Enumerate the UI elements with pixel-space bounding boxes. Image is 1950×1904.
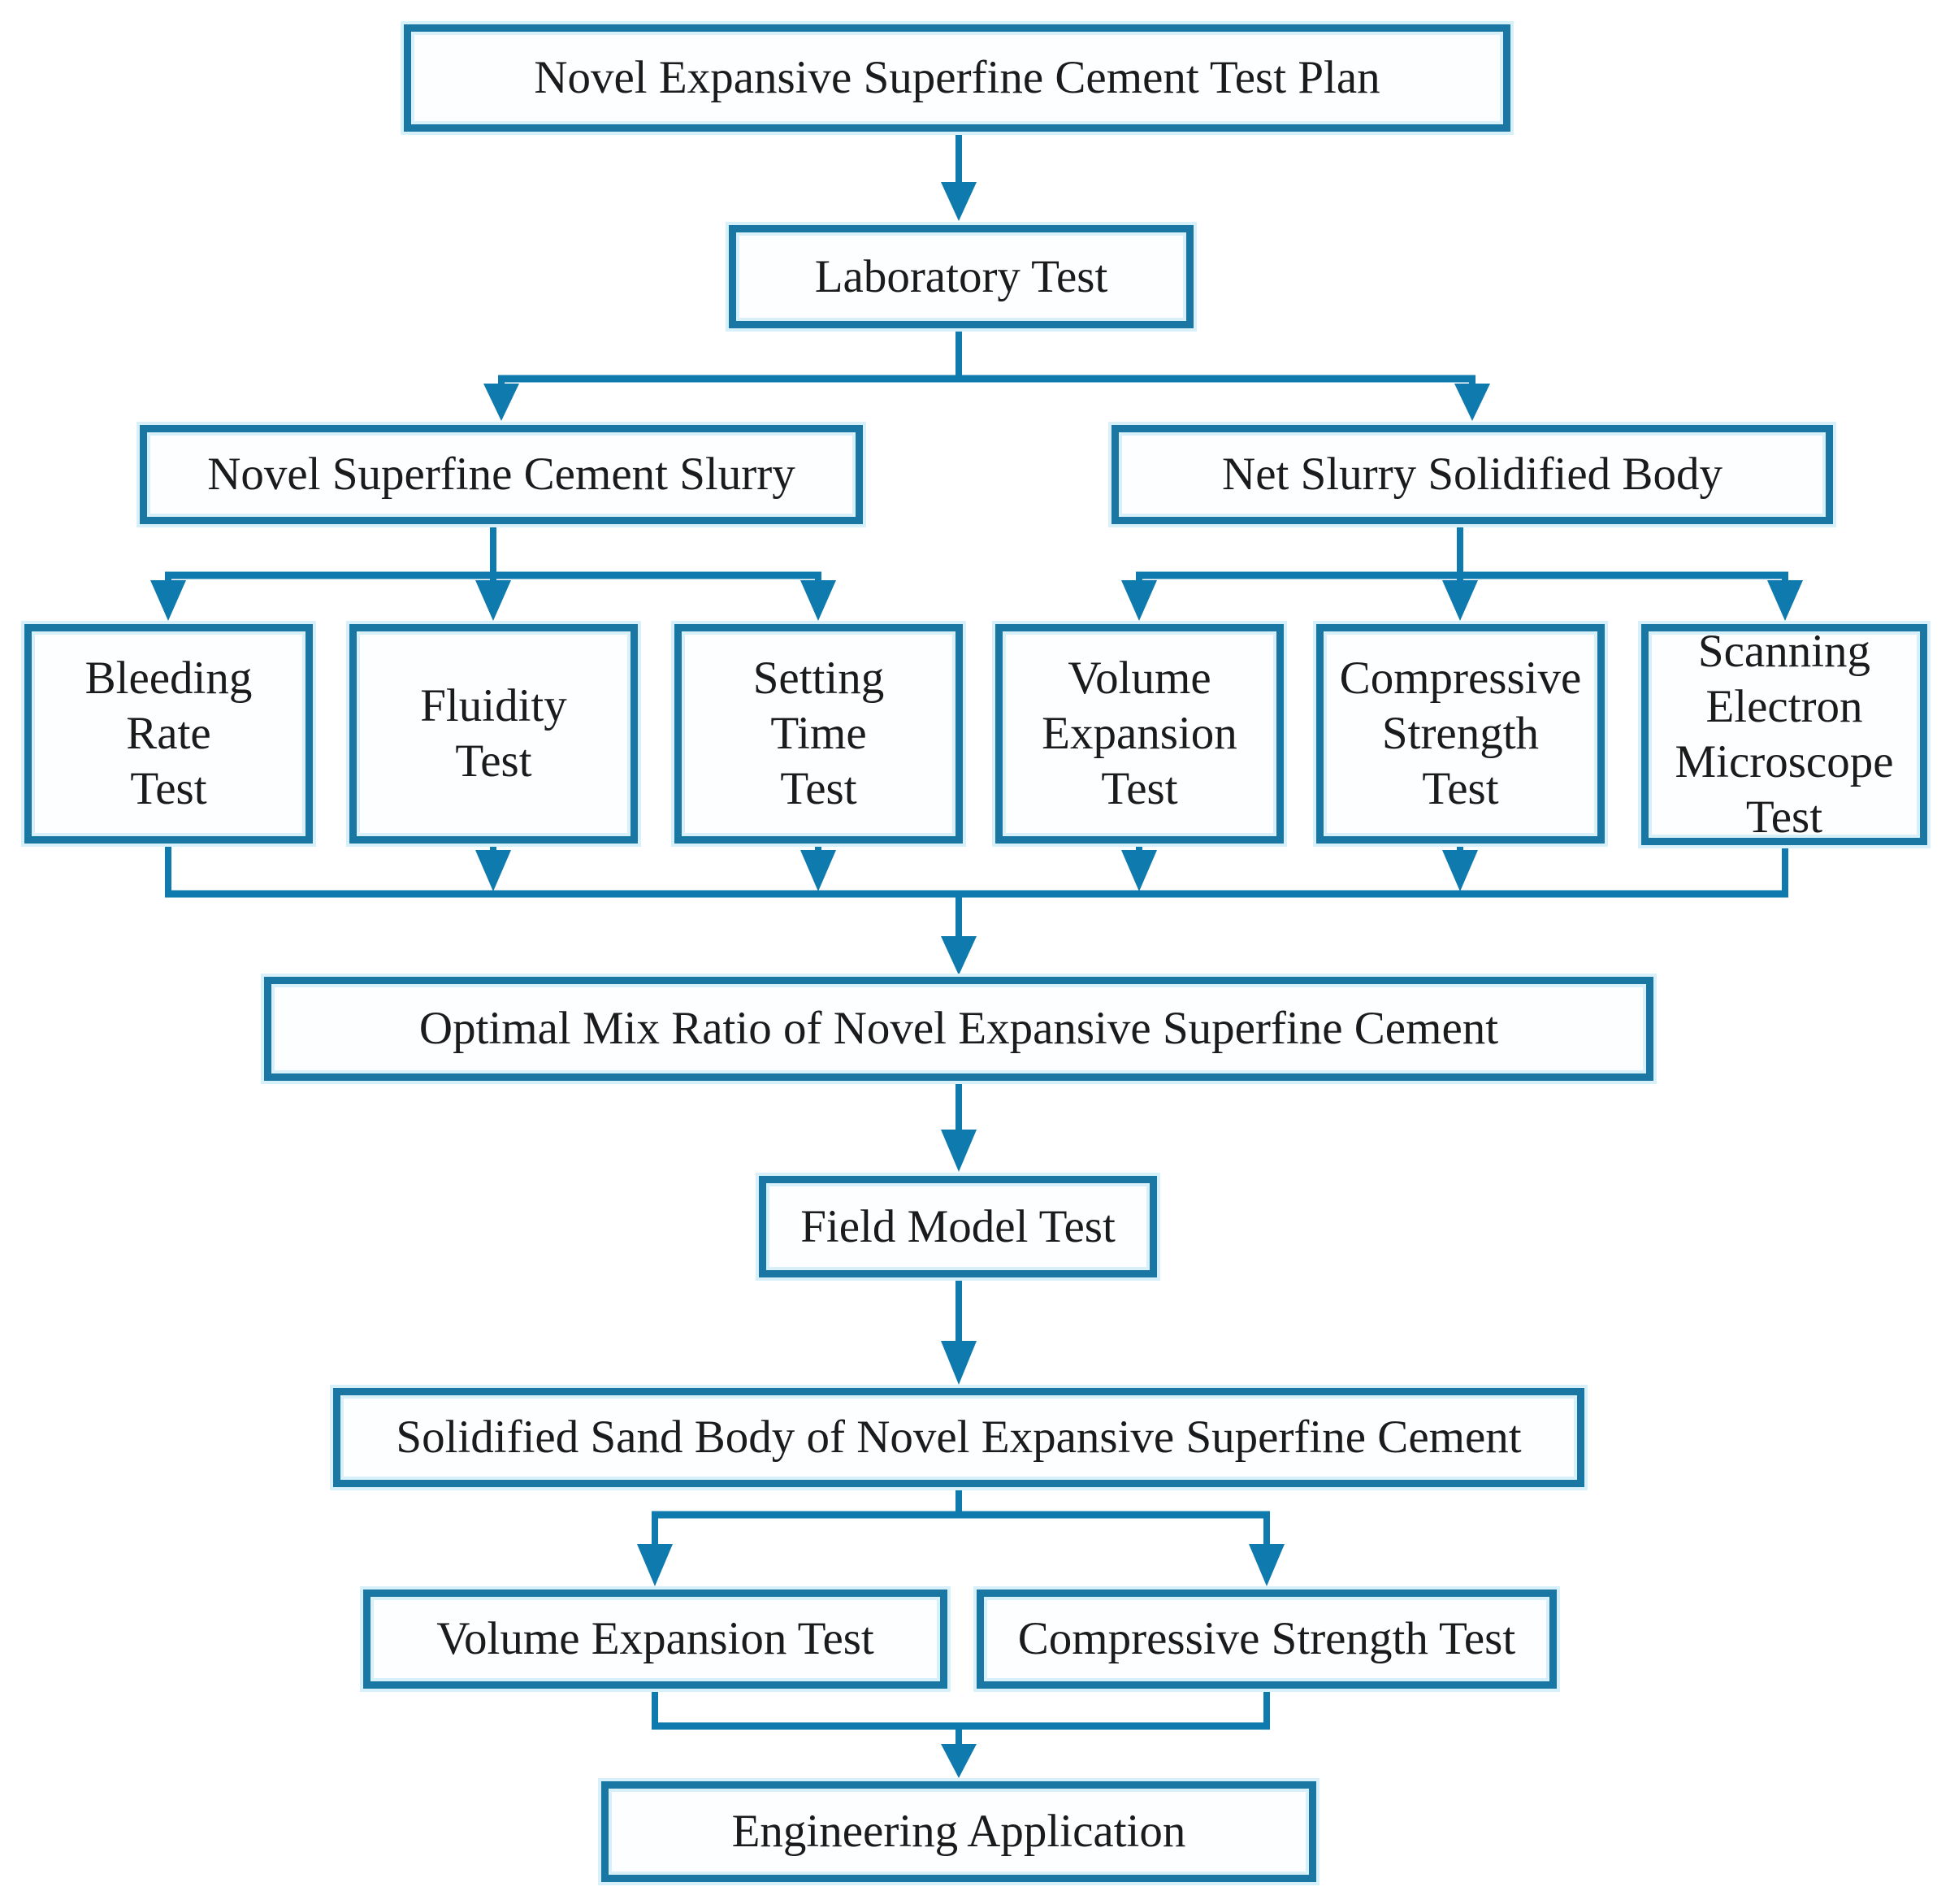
edge-net-split bbox=[1121, 524, 1803, 621]
edge-tests-converge bbox=[165, 844, 1788, 975]
edge-optimal-to-field bbox=[941, 1081, 977, 1172]
node-compressive-strength-test-2-label: Compressive Strength Test bbox=[1017, 1613, 1516, 1664]
node-optimal-mix-ratio-label: Optimal Mix Ratio of Novel Expansive Sup… bbox=[418, 1003, 1499, 1054]
node-field-model-test: Field Model Test bbox=[759, 1176, 1157, 1277]
node-engineering-application-label: Engineering Application bbox=[731, 1806, 1186, 1857]
node-sem-test-label: Scanning Electron Microscope Test bbox=[1675, 626, 1894, 843]
edge-field-to-solidified bbox=[941, 1277, 977, 1385]
node-sem-test: Scanning Electron Microscope Test bbox=[1641, 624, 1927, 845]
node-laboratory-test: Laboratory Test bbox=[729, 225, 1194, 328]
node-cement-slurry: Novel Superfine Cement Slurry bbox=[140, 425, 863, 524]
node-volume-expansion-test: Volume Expansion Test bbox=[995, 624, 1284, 844]
node-volume-expansion-test-2-label: Volume Expansion Test bbox=[436, 1613, 874, 1664]
edge-merge-to-engineering bbox=[652, 1689, 1270, 1778]
node-net-slurry-body-label: Net Slurry Solidified Body bbox=[1222, 449, 1722, 500]
edge-solidified-split bbox=[637, 1487, 1285, 1586]
node-solidified-sand-body-label: Solidified Sand Body of Novel Expansive … bbox=[396, 1412, 1522, 1463]
node-fluidity-test: Fluidity Test bbox=[349, 624, 638, 844]
node-cement-slurry-label: Novel Superfine Cement Slurry bbox=[207, 449, 795, 500]
node-fluidity-test-label: Fluidity Test bbox=[420, 680, 567, 787]
node-setting-time-test-label: Setting Time Test bbox=[752, 653, 885, 814]
node-compressive-strength-test: Compressive Strength Test bbox=[1316, 624, 1605, 844]
node-volume-expansion-test-2: Volume Expansion Test bbox=[363, 1590, 947, 1689]
node-net-slurry-body: Net Slurry Solidified Body bbox=[1112, 425, 1833, 524]
edge-slurry-split bbox=[150, 524, 836, 621]
node-test-plan: Novel Expansive Superfine Cement Test Pl… bbox=[404, 24, 1510, 132]
node-bleeding-rate-test-label: Bleeding Rate Test bbox=[84, 653, 253, 814]
node-bleeding-rate-test: Bleeding Rate Test bbox=[24, 624, 313, 844]
node-solidified-sand-body: Solidified Sand Body of Novel Expansive … bbox=[333, 1388, 1584, 1487]
node-test-plan-label: Novel Expansive Superfine Cement Test Pl… bbox=[534, 52, 1380, 103]
node-optimal-mix-ratio: Optimal Mix Ratio of Novel Expansive Sup… bbox=[264, 977, 1653, 1081]
node-compressive-strength-test-label: Compressive Strength Test bbox=[1339, 653, 1582, 814]
edge-plan-to-lab bbox=[941, 130, 977, 221]
node-engineering-application: Engineering Application bbox=[601, 1781, 1316, 1882]
node-laboratory-test-label: Laboratory Test bbox=[814, 250, 1108, 302]
node-setting-time-test: Setting Time Test bbox=[674, 624, 963, 844]
node-volume-expansion-test-label: Volume Expansion Test bbox=[1042, 653, 1237, 814]
node-compressive-strength-test-2: Compressive Strength Test bbox=[977, 1590, 1557, 1689]
edge-lab-split bbox=[483, 328, 1490, 421]
node-field-model-test-label: Field Model Test bbox=[800, 1200, 1116, 1252]
